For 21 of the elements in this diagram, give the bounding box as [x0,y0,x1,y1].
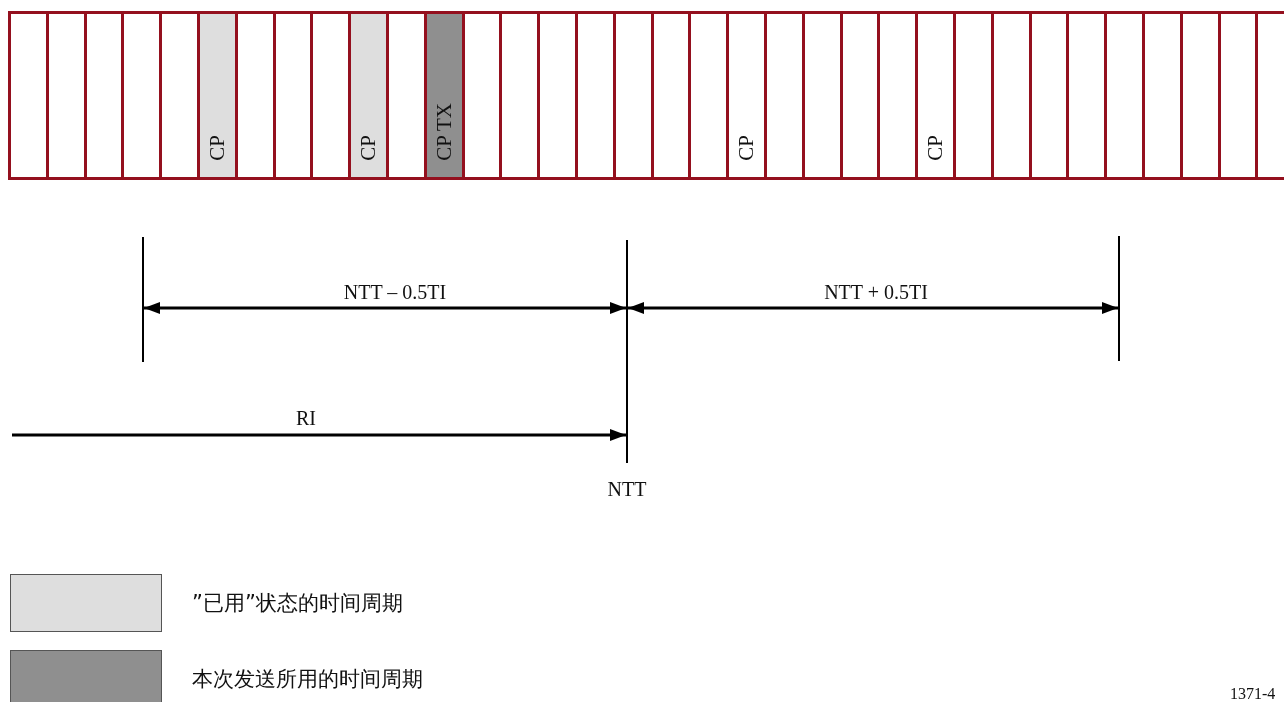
legend-text: 本次发送所用的时间周期 [192,666,423,693]
legend-text: ”已用”状态的时间周期 [192,590,403,617]
time-slot [8,11,49,180]
slot-label: CP TX [433,103,455,161]
figure-number: 1371-4 [1230,686,1276,702]
time-slot [915,11,956,180]
slot-label: CP [206,135,228,161]
time-slot [159,11,200,180]
time-slot [1255,11,1284,180]
dimension-label: RI [296,408,316,428]
slot-label: CP [358,135,380,161]
time-slot [1104,11,1145,180]
time-slot [348,11,389,180]
dimension-label: NTT – 0.5TI [343,282,447,302]
dimension-label: NTT [607,479,647,499]
slot-label: CP [925,135,946,161]
time-slot [537,11,578,180]
dimension-label: NTT + 0.5TI [824,282,928,302]
time-slot [726,11,767,180]
slot-label: CP [736,135,758,161]
time-slot [197,11,238,180]
